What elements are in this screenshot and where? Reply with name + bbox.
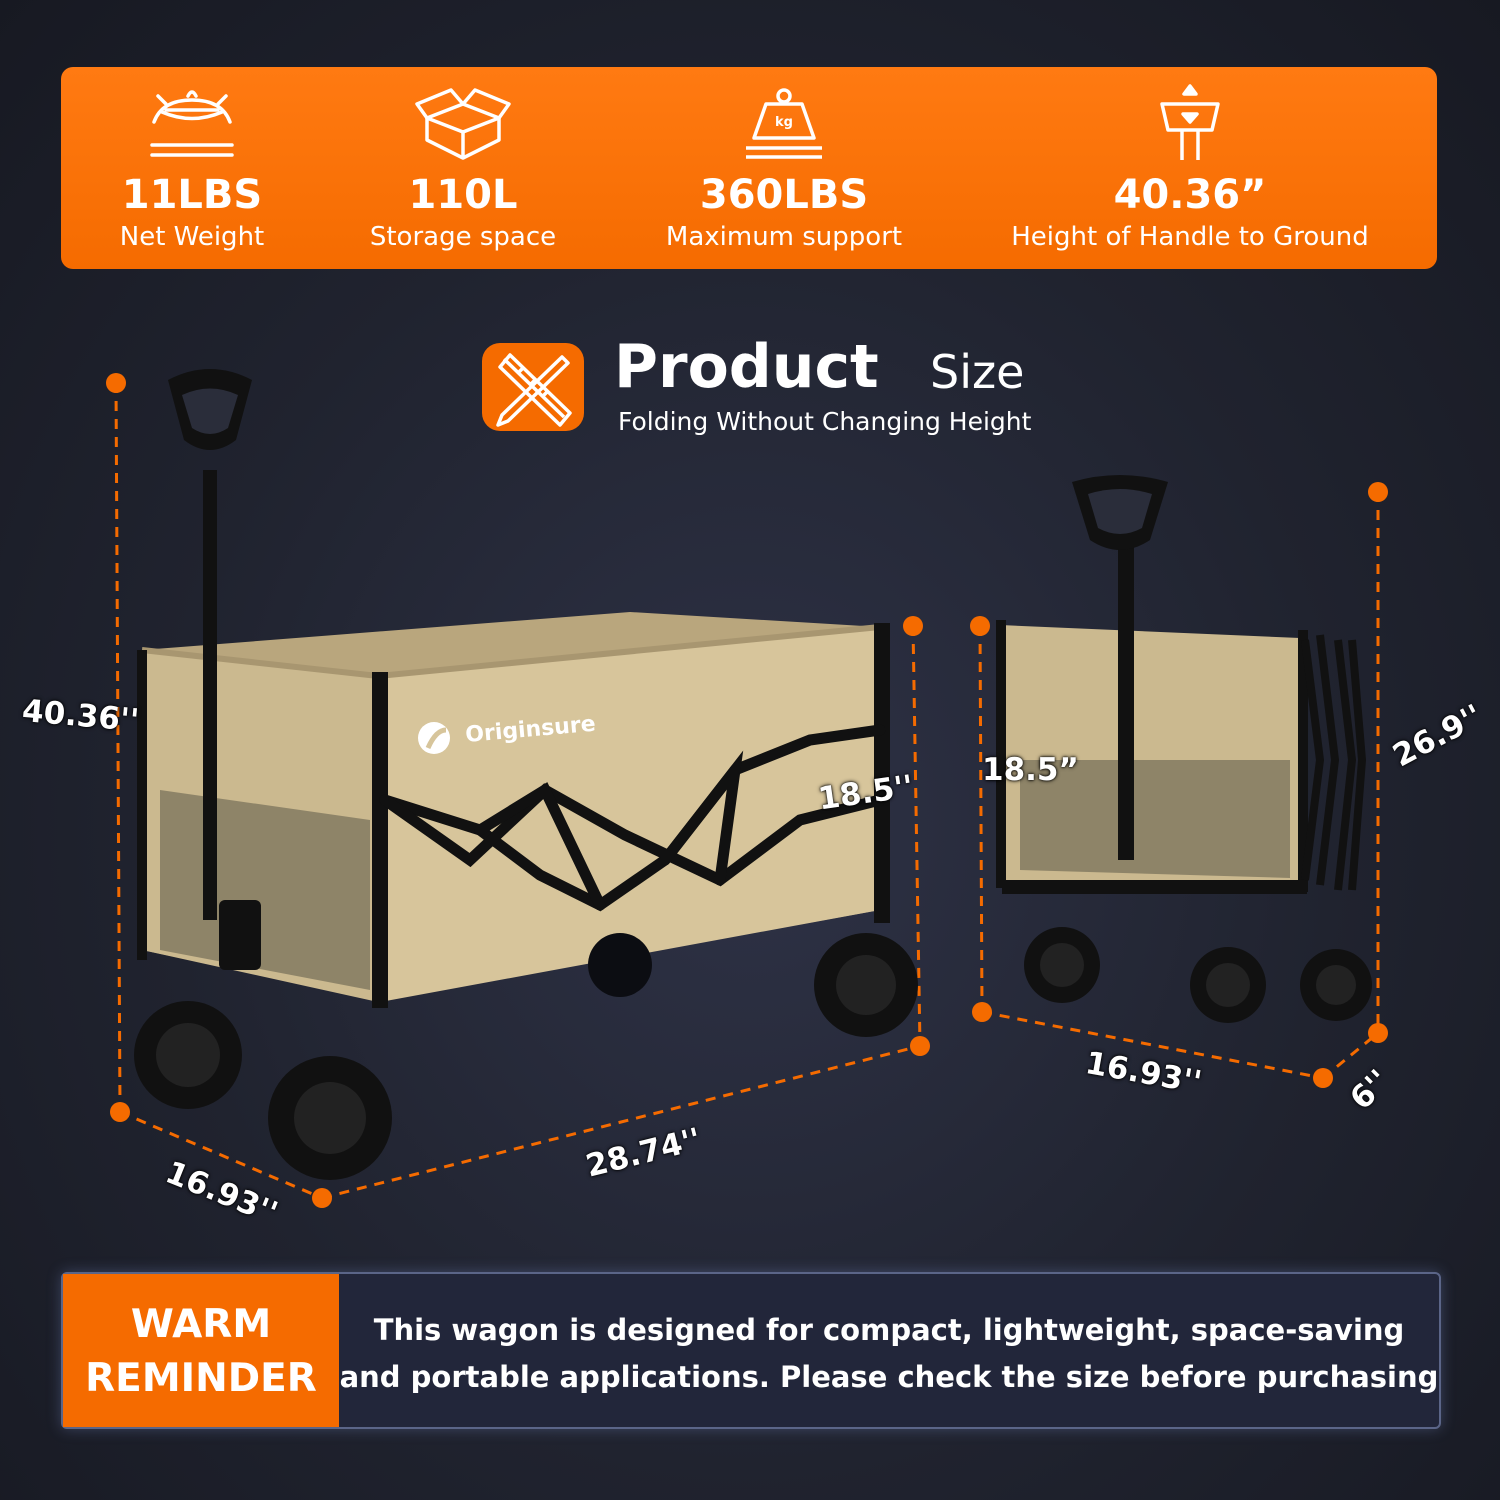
spec-max-support: kg 360LBS Maximum support [654, 0, 914, 252]
spec-value: 110L [408, 172, 518, 218]
warm-reminder-panel: WARM REMINDER This wagon is designed for… [61, 1272, 1441, 1429]
spec-label: Maximum support [665, 222, 903, 252]
spec-handle-height: 40.36” Height of Handle to Ground [990, 0, 1390, 252]
spec-net-weight: 11LBS Net Weight [92, 0, 292, 252]
folded-wagon [996, 475, 1372, 1023]
spec-value: 360LBS [699, 172, 869, 218]
svg-text:kg: kg [775, 115, 793, 130]
reminder-text-line1: This wagon is designed for compact, ligh… [373, 1313, 1405, 1347]
kg-weight-icon: kg [746, 88, 822, 159]
ruler-pencil-icon [482, 343, 584, 431]
scale-weight-icon [150, 90, 234, 157]
spec-label: Net Weight [119, 222, 265, 252]
spec-storage: 110L Storage space [363, 0, 563, 252]
warm-reminder-badge: WARM REMINDER [63, 1274, 339, 1427]
spec-bar [61, 67, 1437, 269]
reminder-title-line1: WARM [130, 1302, 272, 1347]
spec-value: 40.36” [1113, 172, 1267, 218]
reminder-title-line2: REMINDER [85, 1356, 317, 1401]
box-icon [415, 88, 511, 160]
page-title: Product [614, 332, 879, 402]
open-wagon: Originsure [134, 369, 918, 1180]
handle-height-icon [1160, 84, 1220, 160]
spec-label: Height of Handle to Ground [1011, 222, 1369, 252]
reminder-text-line2: and portable applications. Please check … [339, 1360, 1439, 1394]
spec-label: Storage space [369, 222, 557, 252]
spec-value: 11LBS [121, 172, 263, 218]
dimension-folded-depth: 18.5” [982, 752, 1079, 788]
page-title-size: Size [930, 345, 1025, 399]
page-subtitle: Folding Without Changing Height [618, 407, 1032, 436]
